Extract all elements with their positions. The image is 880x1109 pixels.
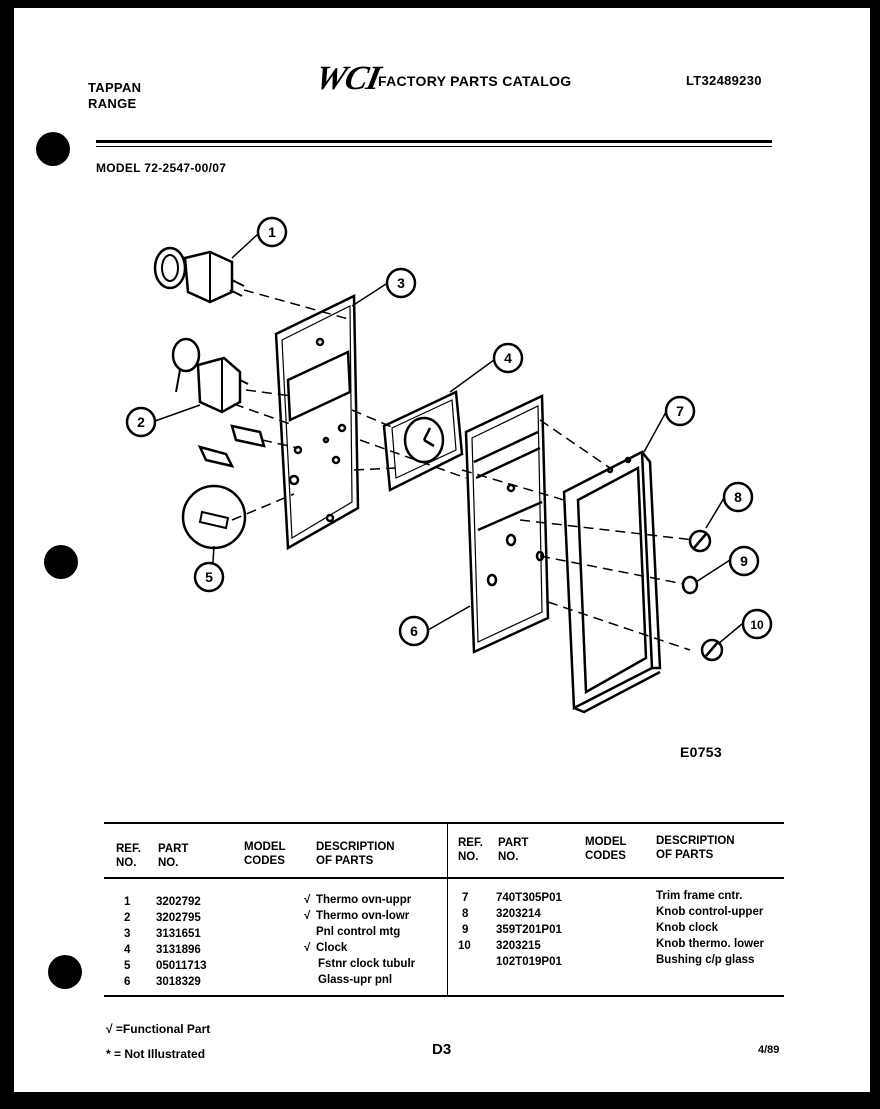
legend-functional-part: √ =Functional Part <box>106 1022 211 1036</box>
header-model-codes-left: MODEL CODES <box>244 841 286 867</box>
callout-label-6: 6 <box>410 623 418 639</box>
row-3-part: 3131651 <box>156 928 201 940</box>
callout-label-8: 8 <box>734 489 742 505</box>
shaft-right <box>230 424 266 448</box>
row-4-mark: √ <box>304 942 311 954</box>
catalog-code: LT32489230 <box>686 73 762 88</box>
row-7-desc: Trim frame cntr. <box>656 890 743 902</box>
header-description-right: DESCRIPTION OF PARTS <box>656 835 735 861</box>
row-4-part: 3131896 <box>156 944 201 956</box>
row-1-part: 3202792 <box>156 896 201 908</box>
clock-fastener <box>181 484 247 550</box>
row-1-ref: 1 <box>124 896 131 908</box>
callout-10 <box>741 608 773 640</box>
row-2-ref: 2 <box>124 912 131 924</box>
row-11-part: 102T019P01 <box>496 956 562 968</box>
callout-label-3: 3 <box>397 275 405 291</box>
control-mounting-panel <box>274 294 360 551</box>
row-6-desc: Glass-upr pnl <box>318 974 393 986</box>
assembly-lines <box>231 289 695 651</box>
header-part-no-right: PART NO. <box>498 837 529 863</box>
thermostat-lower <box>171 337 249 414</box>
callout-4 <box>492 342 524 374</box>
row-9-ref: 9 <box>462 924 469 936</box>
exploded-parts-diagram: 1 2 3 4 5 6 7 8 9 10 <box>125 216 773 714</box>
callout-5 <box>193 561 225 593</box>
callout-7 <box>664 395 696 427</box>
table-top-rule <box>104 822 784 824</box>
row-8-desc: Knob control-upper <box>656 906 764 918</box>
callout-6 <box>398 615 430 647</box>
knob-control-upper <box>688 529 712 553</box>
catalog-title: FACTORY PARTS CATALOG <box>378 73 572 89</box>
callout-label-9: 9 <box>740 553 748 569</box>
header-rule-thick <box>96 140 772 143</box>
knob-thermo-lower <box>700 638 724 662</box>
table-bottom-rule <box>104 995 784 997</box>
table-header-rule <box>104 877 784 879</box>
callout-label-4: 4 <box>504 350 512 366</box>
glass-upper-panel <box>464 394 550 654</box>
row-2-desc: Thermo ovn-lowr <box>316 910 410 922</box>
page-code: D3 <box>432 1041 452 1058</box>
callout-1 <box>256 216 288 248</box>
date-code: 4/89 <box>758 1044 780 1056</box>
thermostat-upper <box>153 246 245 304</box>
row-8-ref: 8 <box>462 908 469 920</box>
brand-line-1: TAPPAN <box>88 80 142 95</box>
callout-label-1: 1 <box>268 224 276 240</box>
callout-2 <box>125 406 157 438</box>
callout-label-10: 10 <box>750 618 764 632</box>
row-5-part: 05011713 <box>156 960 207 972</box>
row-4-ref: 4 <box>124 944 131 956</box>
callout-label-7: 7 <box>676 403 684 419</box>
row-2-part: 3202795 <box>156 912 201 924</box>
catalog-page <box>14 8 870 1092</box>
row-5-ref: 5 <box>124 960 131 972</box>
leader-lines <box>154 233 743 645</box>
row-4-desc: Clock <box>316 942 348 954</box>
callout-label-2: 2 <box>137 414 145 430</box>
row-1-desc: Thermo ovn-uppr <box>316 894 412 906</box>
row-1-mark: √ <box>304 894 311 906</box>
model-label: MODEL 72-2547-00/07 <box>96 161 227 175</box>
header-ref-no-left: REF. NO. <box>116 843 141 869</box>
callout-3 <box>385 267 417 299</box>
row-3-ref: 3 <box>124 928 131 940</box>
row-9-part: 359T201P01 <box>496 924 562 936</box>
brand-line-2: RANGE <box>88 96 137 111</box>
row-6-part: 3018329 <box>156 976 201 988</box>
row-10-part: 3203215 <box>496 940 541 952</box>
callout-9 <box>728 545 760 577</box>
knob-clock <box>681 575 699 595</box>
row-7-part: 740T305P01 <box>496 892 562 904</box>
binder-hole-bottom <box>48 955 82 989</box>
table-divider <box>447 824 448 995</box>
row-8-part: 3203214 <box>496 908 541 920</box>
header-description-left: DESCRIPTION OF PARTS <box>316 841 395 867</box>
row-10-desc: Knob thermo. lower <box>656 938 764 950</box>
figure-code: E0753 <box>680 744 722 760</box>
header-ref-no-right: REF. NO. <box>458 837 483 863</box>
row-11-desc: Bushing c/p glass <box>656 954 755 966</box>
callout-8 <box>722 481 754 513</box>
header-part-no-left: PART NO. <box>158 843 189 869</box>
clock-assembly <box>382 390 464 492</box>
row-5-desc: Fstnr clock tubulr <box>318 958 416 970</box>
row-2-mark: √ <box>304 910 311 922</box>
trim-frame <box>562 450 662 714</box>
row-3-desc: Pnl control mtg <box>316 926 401 938</box>
shaft-left <box>197 445 235 468</box>
header-rule-thin <box>96 146 772 147</box>
callout-label-5: 5 <box>205 569 213 585</box>
binder-hole-middle <box>44 545 78 579</box>
row-7-ref: 7 <box>462 892 469 904</box>
binder-hole-top <box>36 132 70 166</box>
row-6-ref: 6 <box>124 976 131 988</box>
legend-not-illustrated: * = Not Illustrated <box>106 1047 206 1061</box>
header-model-codes-right: MODEL CODES <box>585 836 627 862</box>
row-10-ref: 10 <box>458 940 471 952</box>
row-9-desc: Knob clock <box>656 922 718 934</box>
